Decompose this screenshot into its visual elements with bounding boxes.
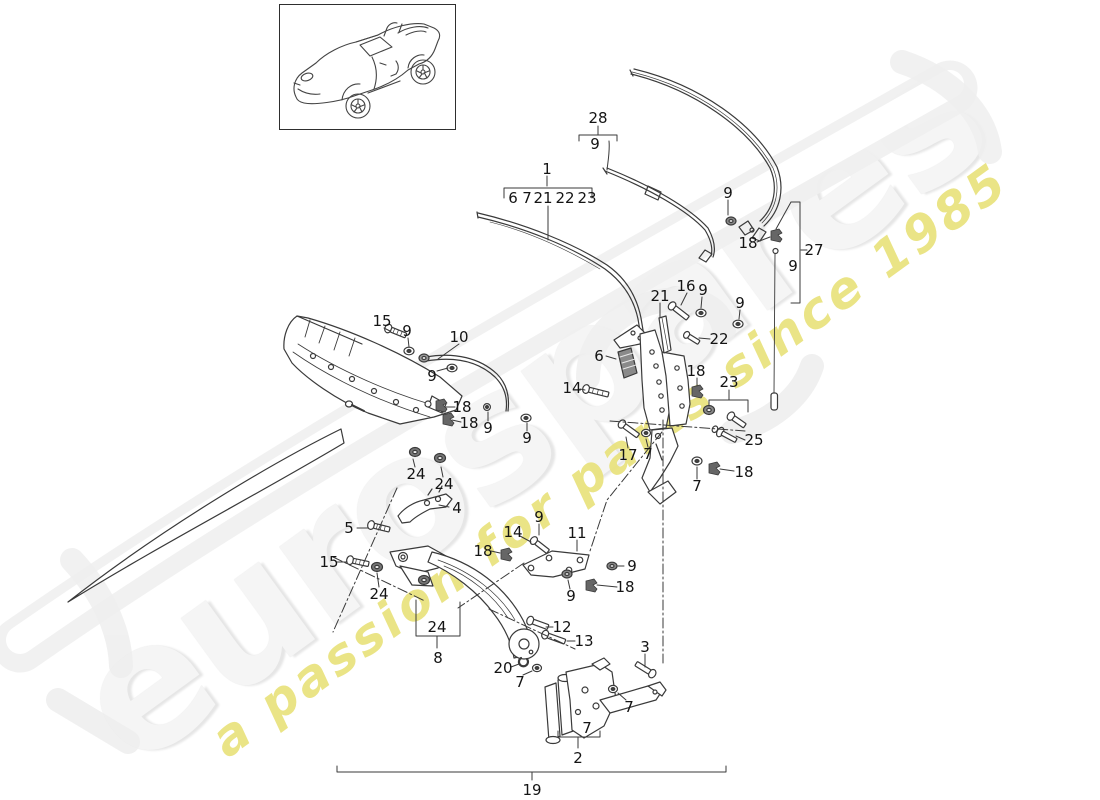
fasteners [346, 216, 783, 694]
construction-lines [332, 419, 746, 664]
tension-bow-part [425, 354, 510, 412]
bow-rail-part [602, 167, 715, 263]
rear-rail-part [629, 68, 782, 242]
car-line-art-icon [293, 22, 441, 119]
header-panel-part [283, 315, 463, 425]
bracket-lines [336, 125, 808, 781]
bracket-4-part [397, 485, 453, 524]
cable-part [770, 247, 779, 411]
leader-lines [336, 199, 771, 701]
main-bow-part [476, 211, 645, 338]
latch-assembly-part [544, 657, 667, 745]
vehicle-thumbnail-box [279, 4, 456, 130]
top-fabric-edge [67, 428, 345, 603]
hinge-assembly-part [613, 315, 691, 505]
pivot-arm-part [389, 545, 540, 660]
mount-plate-part [522, 550, 590, 578]
